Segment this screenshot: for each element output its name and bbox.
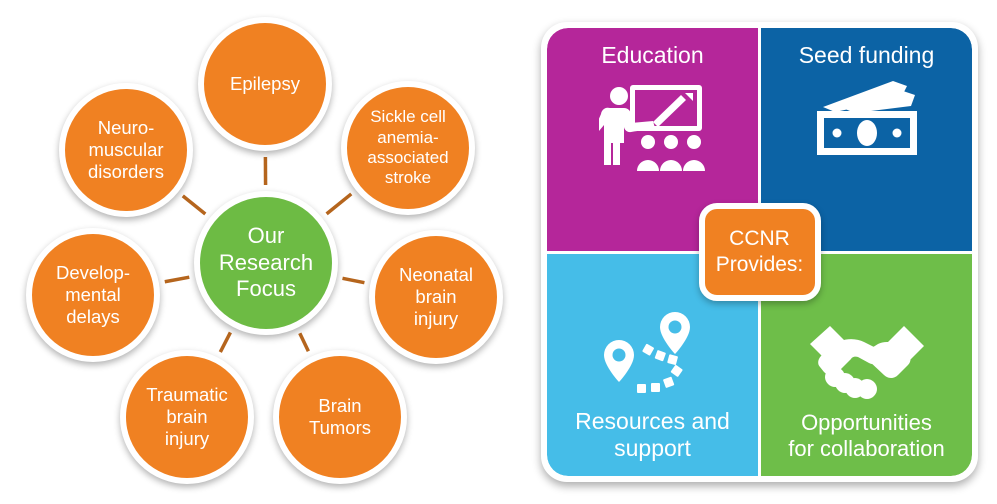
banknotes-icon — [815, 79, 919, 159]
research-node-epilepsy[interactable]: Epilepsy — [198, 17, 332, 151]
ccnr-provides-panel: Education — [541, 22, 978, 482]
research-node-neuromuscular[interactable]: Neuro- muscular disorders — [59, 83, 193, 217]
quadrant-education-label: Education — [601, 42, 704, 68]
research-node-developmental[interactable]: Develop- mental delays — [26, 228, 160, 362]
quadrant-resources-support-label: Resources and support — [575, 407, 730, 461]
research-node-traumatic-label: Traumatic brain injury — [146, 383, 228, 450]
research-node-brain-tumors[interactable]: Brain Tumors — [273, 350, 407, 484]
research-node-developmental-label: Develop- mental delays — [55, 261, 131, 328]
research-hub-label: Our Research Focus — [218, 223, 314, 302]
spoke-line-brain-tumors — [298, 332, 310, 352]
map-route-pins-icon — [601, 310, 705, 396]
ccnr-provides-badge: CCNR Provides: — [698, 203, 821, 301]
quadrant-seed-funding[interactable]: Seed funding — [761, 28, 972, 251]
research-node-neonatal-label: Neonatal brain injury — [398, 263, 474, 330]
spoke-line-developmental — [164, 275, 190, 284]
research-node-brain-tumors-label: Brain Tumors — [308, 394, 371, 438]
research-node-sickle-cell-label: Sickle cell anemia- associated stroke — [367, 107, 449, 188]
teacher-classroom-icon — [598, 79, 707, 172]
spoke-line-neuromuscular — [181, 194, 207, 216]
handshake-icon — [808, 320, 926, 400]
research-hub[interactable]: Our Research Focus — [194, 191, 338, 335]
quadrant-collaboration-label: Opportunities for collaboration — [788, 410, 945, 462]
quadrant-grid: Education — [547, 28, 972, 476]
research-node-traumatic[interactable]: Traumatic brain injury — [120, 350, 254, 484]
research-node-neuromuscular-label: Neuro- muscular disorders — [87, 116, 165, 183]
spoke-line-sickle-cell — [325, 192, 353, 216]
spoke-line-traumatic — [218, 331, 232, 353]
research-node-epilepsy-label: Epilepsy — [230, 72, 300, 94]
spoke-line-neonatal — [342, 276, 365, 285]
quadrant-seed-funding-label: Seed funding — [798, 42, 935, 68]
research-node-neonatal[interactable]: Neonatal brain injury — [369, 230, 503, 364]
research-node-sickle-cell[interactable]: Sickle cell anemia- associated stroke — [341, 81, 475, 215]
